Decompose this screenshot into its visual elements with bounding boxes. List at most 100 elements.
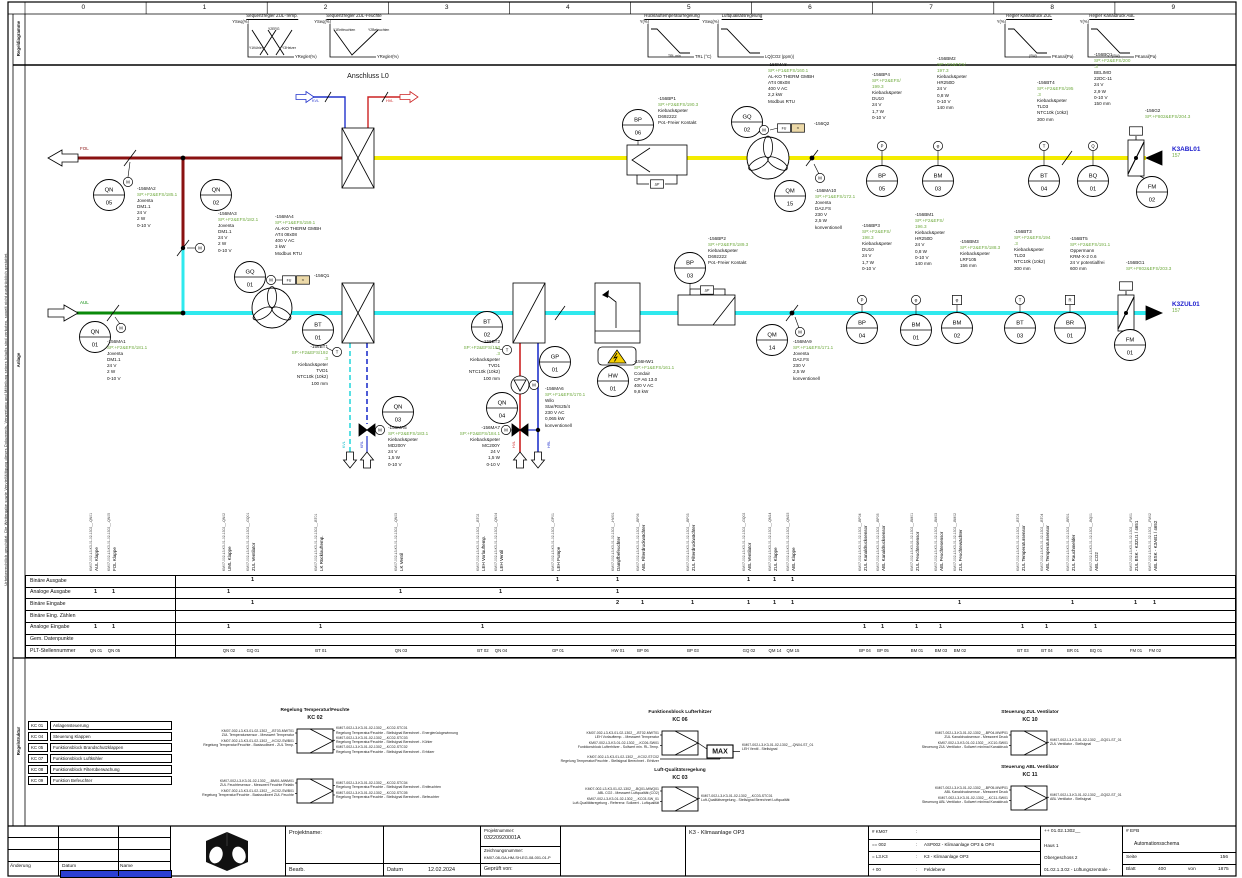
svg-text:P: P xyxy=(861,298,864,303)
svg-text:02: 02 xyxy=(484,333,490,339)
plt-circle-QM15: QM 15 xyxy=(774,180,806,212)
function-block xyxy=(1009,730,1049,756)
warning-sign xyxy=(597,346,637,366)
plt-circle-BP04: BP 04 xyxy=(846,312,878,344)
svg-text:BP: BP xyxy=(858,321,866,327)
svg-text:QN: QN xyxy=(105,188,114,194)
symbol-φ: φ xyxy=(952,295,962,305)
zul-fan xyxy=(251,286,293,329)
svg-text:01: 01 xyxy=(92,343,98,349)
svg-text:QN: QN xyxy=(498,401,507,407)
svg-text:Q: Q xyxy=(1091,144,1095,149)
air-heater-box xyxy=(512,282,546,344)
svg-text:M: M xyxy=(269,278,273,283)
svg-text:M: M xyxy=(818,176,822,181)
svg-text:01: 01 xyxy=(1067,334,1073,340)
svg-text:T: T xyxy=(506,348,509,353)
svg-text:05: 05 xyxy=(879,187,885,193)
svg-text:FM: FM xyxy=(1126,338,1135,344)
symbol-≈: ≈ xyxy=(296,275,310,285)
svg-text:BP: BP xyxy=(878,174,886,180)
symbol-P: P xyxy=(857,295,867,305)
humidifier-box xyxy=(594,282,641,344)
svg-text:BQ: BQ xyxy=(1089,174,1098,180)
function-block xyxy=(660,730,740,760)
svg-text:BP: BP xyxy=(686,261,694,267)
svg-text:03: 03 xyxy=(1017,334,1023,340)
svg-text:06: 06 xyxy=(635,131,641,137)
plt-circle-BP05: BP 05 xyxy=(866,165,898,197)
svg-text:GQ: GQ xyxy=(245,270,255,276)
krl-up-arrow-icon xyxy=(359,451,375,469)
symbol-R: R xyxy=(1065,295,1075,305)
svg-text:BT: BT xyxy=(1016,321,1024,327)
svg-text:02: 02 xyxy=(1149,198,1155,204)
symbol-T: T xyxy=(1015,295,1025,305)
plt-circle-BT02: BT 02 xyxy=(471,311,503,343)
svg-text:BM: BM xyxy=(934,174,943,180)
svg-text:14: 14 xyxy=(769,346,776,352)
svg-text:T: T xyxy=(336,350,339,355)
plt-circle-BM01: BM01 xyxy=(900,314,932,346)
svg-text:M: M xyxy=(126,180,130,185)
symbol-M: M xyxy=(375,425,385,435)
symbol-Q: Q xyxy=(1088,141,1098,151)
svg-text:ΔP: ΔP xyxy=(655,183,660,187)
fol-arrow-icon xyxy=(47,149,79,167)
svg-text:T: T xyxy=(1043,144,1046,149)
flow-arrows xyxy=(47,90,1163,469)
svg-text:01: 01 xyxy=(1090,187,1096,193)
symbol-≈: ≈ xyxy=(791,123,805,133)
hvl-pipe xyxy=(367,96,400,128)
plt-circle-QN02: QN02 xyxy=(200,179,232,211)
svg-text:M: M xyxy=(504,428,508,433)
kvl-down-arrow-icon xyxy=(342,451,358,469)
symbol-M: M xyxy=(116,323,126,333)
plt-circle-QN05: QN05 xyxy=(93,179,125,211)
svg-text:M: M xyxy=(378,428,382,433)
junction-dots xyxy=(180,155,815,433)
function-block xyxy=(295,778,335,804)
plt-circle-BM02: BM02 xyxy=(941,312,973,344)
plt-circle-BQ01: BQ 01 xyxy=(1077,165,1109,197)
svg-text:φ: φ xyxy=(915,298,918,303)
symbol-P: P xyxy=(877,141,887,151)
plt-circle-BR01: BR01 xyxy=(1054,312,1086,344)
svg-text:04: 04 xyxy=(859,334,866,340)
svg-text:03: 03 xyxy=(395,418,401,424)
svg-text:FU: FU xyxy=(782,127,787,131)
symbol-M: M xyxy=(759,125,769,135)
svg-text:BT: BT xyxy=(483,320,491,326)
svg-text:QN: QN xyxy=(212,188,221,194)
plt-circle-FM01: FM 01 xyxy=(1114,329,1146,361)
svg-text:01: 01 xyxy=(247,283,253,289)
k3zul01-arrow-icon xyxy=(1145,305,1163,321)
plt-circle-GQ01: GQ 01 xyxy=(234,261,266,293)
hvl-up-arrow-icon xyxy=(512,451,528,469)
svg-text:02: 02 xyxy=(744,128,750,134)
symbol-FU: FU xyxy=(777,123,791,133)
plt-circle-BT03: BT 03 xyxy=(1004,312,1036,344)
svg-text:P: P xyxy=(881,144,884,149)
svg-text:03: 03 xyxy=(935,187,941,193)
lk-valve xyxy=(358,423,376,437)
svg-text:04: 04 xyxy=(1041,187,1048,193)
abl-fan xyxy=(746,135,790,180)
abl-filter-box xyxy=(626,144,688,185)
function-block xyxy=(295,728,335,754)
svg-text:01: 01 xyxy=(315,336,321,342)
svg-text:03: 03 xyxy=(687,274,693,280)
hrl-down-arrow-icon xyxy=(530,451,546,469)
k3abl01-arrow-icon xyxy=(1145,150,1163,166)
symbol-M: M xyxy=(795,327,805,337)
svg-text:01: 01 xyxy=(1127,351,1133,357)
svg-text:QM: QM xyxy=(785,189,795,195)
plt-circle-GQ02: GQ02 xyxy=(731,106,763,138)
plt-circle-HW01: HW01 xyxy=(597,365,629,397)
svg-text:15: 15 xyxy=(787,202,793,208)
svg-text:QM: QM xyxy=(767,333,777,339)
plt-circle-BT01: BT01 xyxy=(302,314,334,346)
svg-text:≈: ≈ xyxy=(302,278,305,283)
hvl-arrow-icon xyxy=(399,90,419,104)
